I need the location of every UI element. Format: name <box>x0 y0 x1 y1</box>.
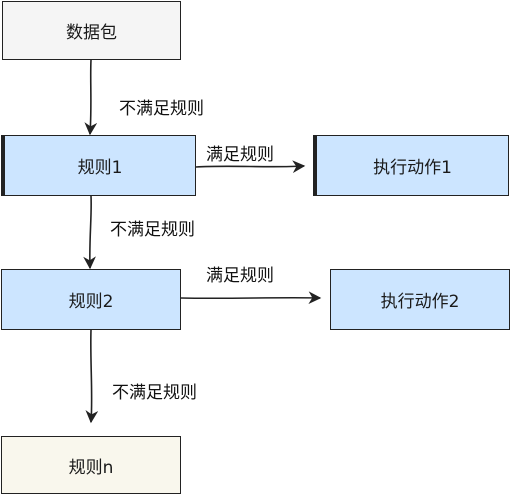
node-rule2: 规则2 <box>1 269 181 330</box>
node-action2: 执行动作2 <box>330 269 510 330</box>
node-rule1: 规则1 <box>1 135 196 196</box>
edge-label-rule1-to-action1: 满足规则 <box>206 145 274 165</box>
edge-label-rule1-to-rule2: 不满足规则 <box>110 220 195 240</box>
node-packet: 数据包 <box>2 1 181 60</box>
edge-rule1-to-action1 <box>195 160 306 174</box>
node-rulen-label: 规则n <box>68 457 114 478</box>
edge-label-rule2-to-rulen: 不满足规则 <box>112 383 197 403</box>
edge-rule1-to-rule2 <box>83 195 96 270</box>
node-rule1-label: 规则1 <box>77 158 123 178</box>
node-action1: 执行动作1 <box>313 135 509 196</box>
edge-label-packet-to-rule1: 不满足规则 <box>119 99 204 119</box>
edge-rule2-to-action2 <box>180 291 322 305</box>
node-rulen: 规则n <box>1 436 181 494</box>
edge-packet-to-rule1 <box>84 59 98 136</box>
edge-label-rule2-to-action2: 满足规则 <box>206 266 274 286</box>
edge-rule2-to-rulen <box>85 329 99 424</box>
node-action1-label: 执行动作1 <box>373 158 452 178</box>
node-action2-label: 执行动作2 <box>380 292 460 312</box>
node-packet-label: 数据包 <box>66 23 117 43</box>
node-rule2-label: 规则2 <box>68 292 114 312</box>
